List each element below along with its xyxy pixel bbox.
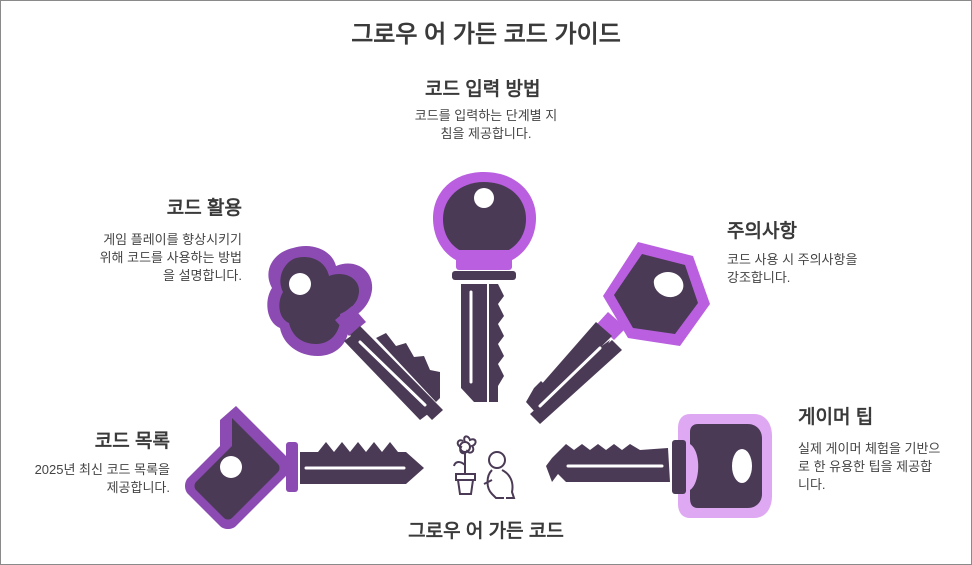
key-icon-top: [433, 172, 536, 402]
center-label: 그로우 어 가든 코드: [408, 521, 564, 542]
tips-description: 실제 게이머 체험을 기반으 로 한 유용한 팁을 제공합 니다.: [798, 440, 968, 494]
caution-desc-line: 강조합니다.: [727, 270, 791, 285]
usage-desc-line: 을 설명합니다.: [163, 268, 242, 283]
key-icon-lower-right: [546, 414, 772, 518]
list-desc-line: 2025년 최신 코드 목록을: [34, 462, 170, 477]
caution-desc-line: 코드 사용 시 주의사항을: [727, 252, 858, 267]
tips-desc-line: 니다.: [798, 477, 826, 492]
list-description: 2025년 최신 코드 목록을 제공합니다.: [0, 461, 170, 497]
input-desc-line: 침을 제공합니다.: [440, 126, 532, 141]
gardener-icon: [483, 451, 516, 499]
list-desc-line: 제공합니다.: [106, 480, 170, 495]
key-icon-upper-left: [267, 246, 443, 420]
input-heading: 코드 입력 방법: [425, 79, 541, 100]
caution-description: 코드 사용 시 주의사항을 강조합니다.: [727, 251, 927, 287]
usage-desc-line: 게임 플레이를 향상시키기: [103, 232, 242, 247]
usage-heading: 코드 활용: [166, 198, 242, 219]
input-description: 코드를 입력하는 단계별 지 침을 제공합니다.: [386, 107, 586, 143]
usage-description: 게임 플레이를 향상시키기 위해 코드를 사용하는 방법 을 설명합니다.: [42, 231, 242, 285]
usage-desc-line: 위해 코드를 사용하는 방법: [99, 250, 242, 265]
tips-desc-line: 로 한 유용한 팁을 제공합: [798, 459, 933, 474]
tips-heading: 게이머 팁: [798, 407, 874, 428]
key-icon-lower-left: [185, 406, 424, 529]
flower-pot-icon: [453, 435, 477, 495]
list-heading: 코드 목록: [94, 431, 170, 452]
caution-heading: 주의사항: [727, 221, 797, 242]
diagram-title: 그로우 어 가든 코드 가이드: [351, 21, 621, 48]
input-desc-line: 코드를 입력하는 단계별 지: [414, 108, 558, 123]
tips-desc-line: 실제 게이머 체험을 기반으: [798, 441, 941, 456]
key-icon-upper-right: [526, 242, 710, 424]
